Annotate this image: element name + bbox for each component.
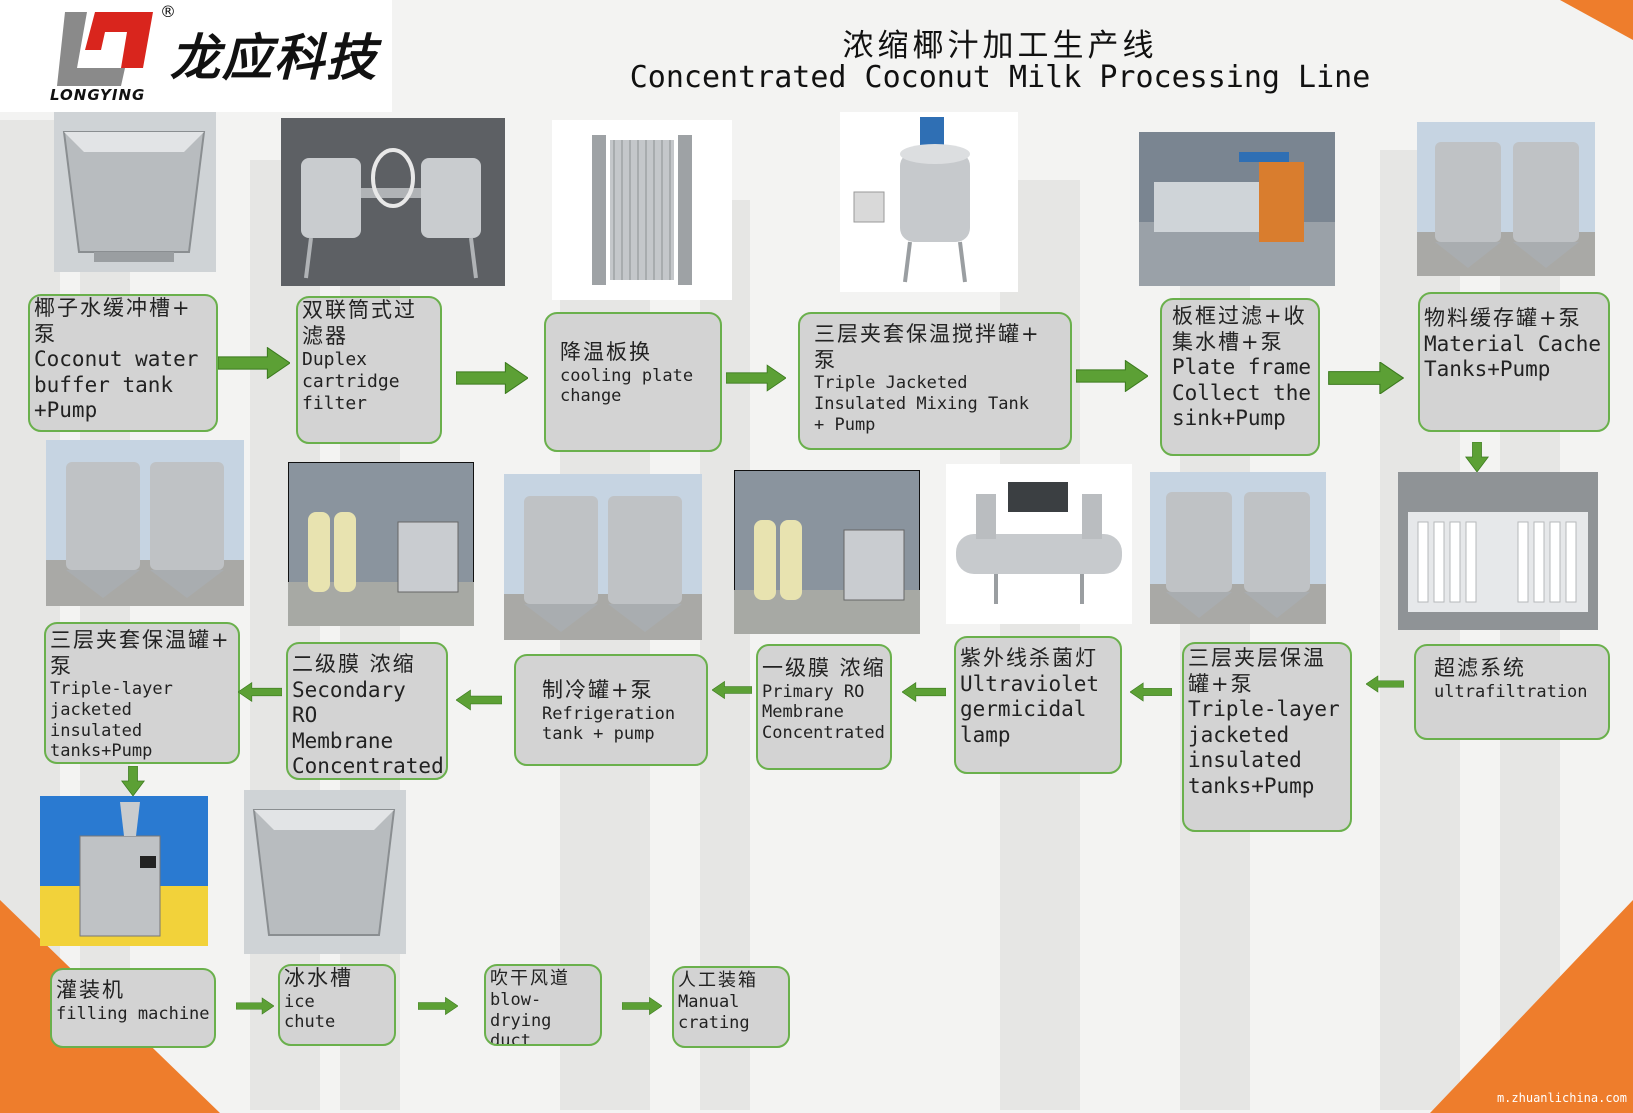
photo-material-cache-tanks [1417,122,1595,276]
step-label-cn: 二级膜 浓缩 [292,652,416,676]
step-label-cn: 制冷罐+泵 [542,678,654,702]
step-label-cn: 人工装箱 [678,970,758,991]
arrow-right-2 [456,362,528,394]
step-material-cache-tanks: 物料缓存罐+泵 Material Cache Tanks+Pump [1418,292,1610,432]
photo-duplex-cartridge-filter [281,118,505,286]
photo-primary-ro-system [734,470,920,634]
step-label-cn: 冰水槽 [284,966,353,990]
step-duplex-cartridge-filter: 双联筒式过 滤器 Duplex cartridge filter [296,296,442,444]
arrow-down-2 [121,766,145,796]
arrow-right-5 [1328,362,1404,394]
page-title-en: Concentrated Coconut Milk Processing Lin… [629,60,1371,95]
step-label-en: Plate frame Collect the sink+Pump [1172,355,1312,431]
photo-secondary-ro-system [288,462,474,626]
arrow-right-7 [418,996,458,1016]
arrow-right-4 [1076,360,1148,392]
arrow-left-6 [238,682,282,702]
photo-ultrafiltration-system [1398,472,1598,630]
photo-filling-machine [40,796,208,946]
watermark: m.zhuanlichina.com [1496,1091,1627,1105]
arrow-right-3 [726,364,786,392]
step-label-cn: 一级膜 浓缩 [762,656,886,680]
arrow-left-4 [712,680,752,700]
step-label-en: blow-drying duct [490,989,552,1046]
step-label-cn: 双联筒式过 滤器 [302,298,417,348]
orange-corner-right [1430,900,1633,1113]
step-blow-drying-duct: 吹干风道 blow-drying duct [484,964,602,1046]
step-label-en: Manual crating [678,991,750,1033]
step-label-en: Coconut water buffer tank +Pump [34,347,199,423]
step-label-cn: 物料缓存罐+泵 [1424,306,1582,330]
step-label-en: Material Cache Tanks+Pump [1424,331,1602,382]
step-label-cn: 板框过滤+收 集水槽+泵 [1172,304,1307,354]
step-cooling-plate-change: 降温板换 cooling plate change [544,312,722,452]
photo-triple-layer-insulated-tanks [1150,472,1326,624]
step-label-en: ice chute [284,991,336,1033]
arrow-left-3 [902,682,946,702]
photo-ice-chute [244,790,406,954]
arrow-right-6 [236,997,274,1015]
step-label-cn: 紫外线杀菌灯 [960,646,1098,670]
step-primary-ro-membrane: 一级膜 浓缩 Primary RO Membrane Concentrated [756,644,892,770]
arrow-left-1 [1366,675,1404,693]
step-ultraviolet-germicidal-lamp: 紫外线杀菌灯 Ultraviolet germicidal lamp [954,636,1122,774]
brand-name-en: LONGYING [50,86,146,104]
step-label-cn: 椰子水缓冲槽+ 泵 [34,296,192,346]
page-title-cn: 浓缩椰汁加工生产线 [842,28,1158,64]
step-label-en: filling machine [56,1003,210,1024]
step-label-cn: 三层夹层保温 罐+泵 [1188,646,1326,696]
photo-refrigeration-tanks [504,474,702,640]
step-label-en: Primary RO Membrane Concentrated [762,681,885,744]
photo-uv-germicidal-lamp [946,464,1132,624]
step-manual-crating: 人工装箱 Manual crating [672,966,790,1048]
orange-corner-top-right [1560,0,1633,40]
step-triple-layer-jacketed-tanks: 三层夹套保温罐+ 泵 Triple-layer jacketed insulat… [44,622,240,764]
brand-name-cn: 龙应科技 [170,29,378,87]
step-label-cn: 超滤系统 [1434,656,1526,680]
step-label-en: Triple Jacketed Insulated Mixing Tank + … [814,373,1029,435]
photo-plate-frame-filter-press [1139,132,1335,286]
arrow-down-1 [1465,442,1489,472]
arrow-left-5 [456,689,502,711]
step-label-en: cooling plate change [560,365,694,407]
step-label-en: Refrigeration tank + pump [542,703,676,745]
step-coconut-water-buffer-tank: 椰子水缓冲槽+ 泵 Coconut water buffer tank +Pum… [28,294,218,432]
step-ultrafiltration: 超滤系统 ultrafiltration [1414,644,1610,740]
step-label-cn: 吹干风道 [490,968,570,989]
step-label-cn: 灌装机 [56,978,125,1002]
step-plate-frame-filter: 板框过滤+收 集水槽+泵 Plate frame Collect the sin… [1160,298,1320,456]
step-refrigeration-tank: 制冷罐+泵 Refrigeration tank + pump [514,654,708,766]
brand-logo: ® 龙应科技 LONGYING [0,0,392,112]
step-label-en: Ultraviolet germicidal lamp [960,671,1100,747]
step-label-cn: 三层夹套保温罐+ 泵 [50,628,231,678]
step-filling-machine: 灌装机 filling machine [50,968,216,1048]
photo-triple-layer-tanks-row2 [46,440,244,606]
longying-logo-icon [57,12,153,86]
step-label-en: Secondary RO Membrane Concentrated [292,677,444,779]
registered-mark: ® [160,2,176,21]
step-triple-jacketed-mixing-tank: 三层夹套保温搅拌罐+ 泵 Triple Jacketed Insulated M… [798,312,1072,450]
step-label-cn: 降温板换 [560,340,652,364]
photo-cooling-plate-exchanger [552,120,732,300]
step-label-en: ultrafiltration [1434,681,1588,702]
step-triple-layer-insulated-tanks: 三层夹层保温 罐+泵 Triple-layer jacketed insulat… [1182,642,1352,832]
photo-coconut-water-buffer-tank [54,112,216,272]
step-label-en: Triple-layer jacketed insulated tanks+Pu… [50,679,173,762]
step-label-en: Triple-layer jacketed insulated tanks+Pu… [1188,697,1340,799]
photo-triple-jacketed-mixing-tank [840,112,1018,292]
arrow-right-1 [218,347,290,379]
step-secondary-ro-membrane: 二级膜 浓缩 Secondary RO Membrane Concentrate… [286,642,448,780]
step-label-en: Duplex cartridge filter [302,349,400,415]
step-ice-chute: 冰水槽 ice chute [278,964,396,1046]
step-label-cn: 三层夹套保温搅拌罐+ 泵 [814,322,1041,372]
arrow-right-8 [622,996,662,1016]
arrow-left-2 [1130,682,1172,702]
